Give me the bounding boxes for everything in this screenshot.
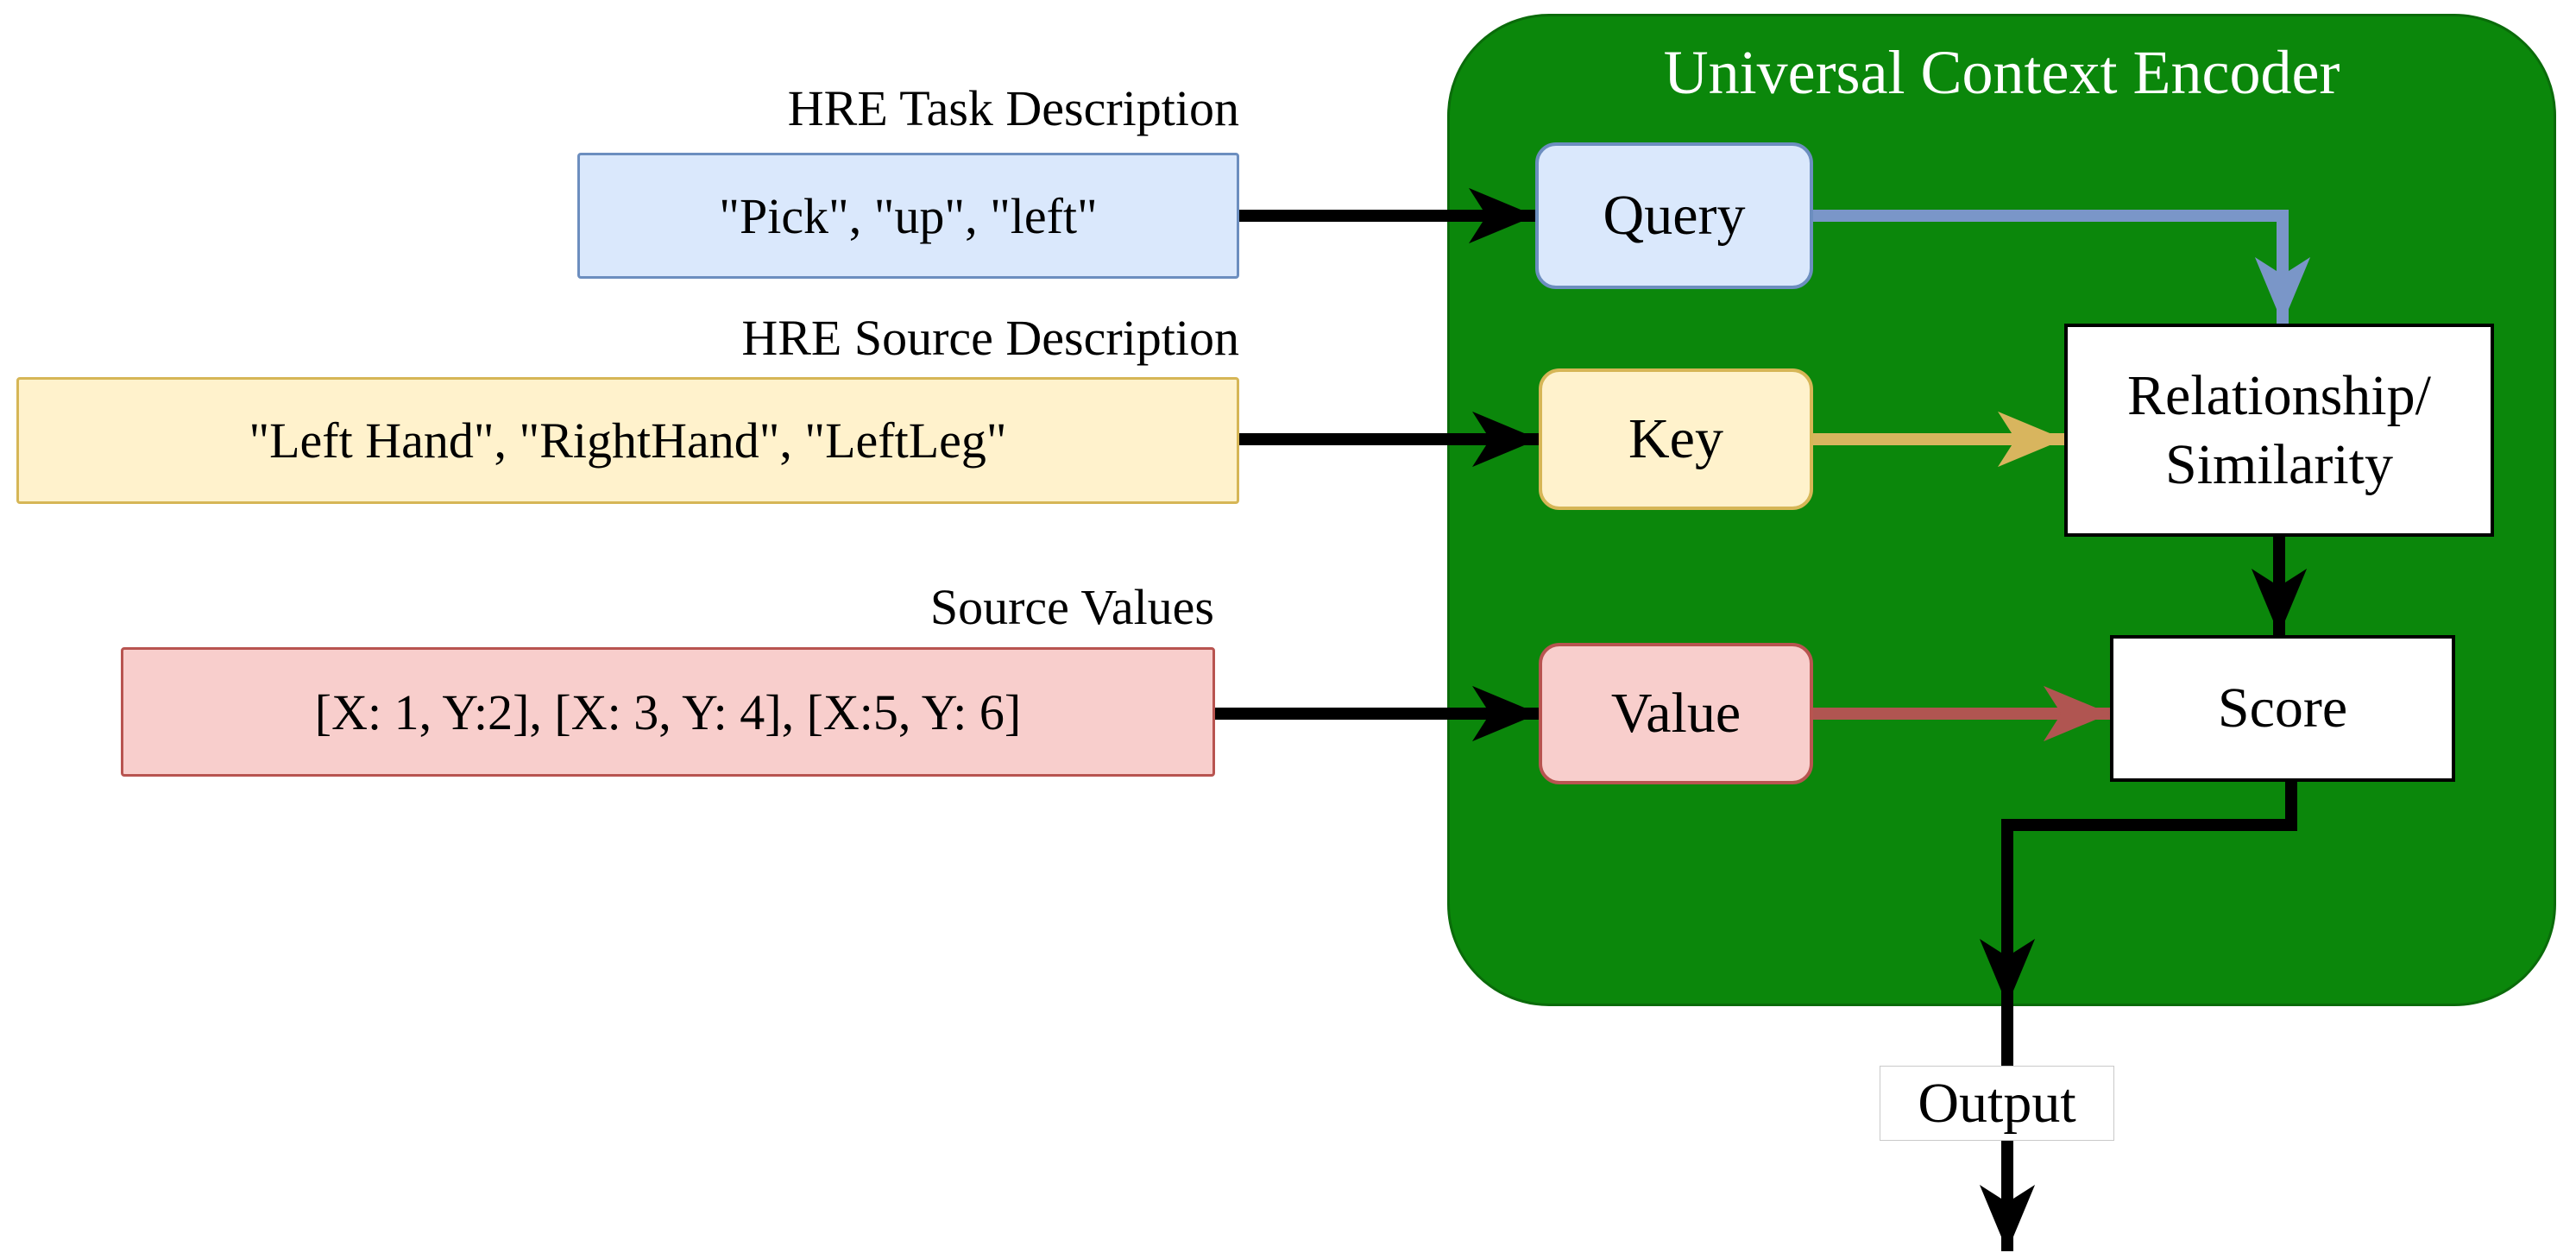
value-box: Value xyxy=(1539,643,1813,784)
relationship-line2: Similarity xyxy=(2165,432,2393,496)
key-box-label: Key xyxy=(1628,407,1723,470)
output-label: Output xyxy=(1880,1066,2114,1141)
source-description-box: "Left Hand", "RightHand", "LeftLeg" xyxy=(16,377,1239,504)
score-box-label: Score xyxy=(2217,677,2348,740)
source-values-text: [X: 1, Y:2], [X: 3, Y: 4], [X:5, Y: 6] xyxy=(314,683,1022,740)
source-description-text: "Left Hand", "RightHand", "LeftLeg" xyxy=(249,412,1007,469)
task-description-text: "Pick", "up", "left" xyxy=(719,187,1098,244)
output-label-text: Output xyxy=(1918,1071,2076,1135)
encoder-title: Universal Context Encoder xyxy=(1663,38,2340,107)
source-values-box: [X: 1, Y:2], [X: 3, Y: 4], [X:5, Y: 6] xyxy=(121,647,1215,777)
task-description-label: HRE Task Description xyxy=(787,80,1239,136)
score-box: Score xyxy=(2110,635,2455,782)
value-box-label: Value xyxy=(1610,682,1741,745)
query-box: Query xyxy=(1535,142,1813,289)
task-description-box: "Pick", "up", "left" xyxy=(577,153,1239,279)
query-box-label: Query xyxy=(1603,184,1746,247)
relationship-similarity-box: Relationship/ Similarity xyxy=(2064,324,2494,537)
source-description-label: HRE Source Description xyxy=(741,310,1239,366)
relationship-line1: Relationship/ xyxy=(2127,363,2431,427)
source-values-label: Source Values xyxy=(929,579,1214,635)
key-box: Key xyxy=(1539,368,1813,510)
